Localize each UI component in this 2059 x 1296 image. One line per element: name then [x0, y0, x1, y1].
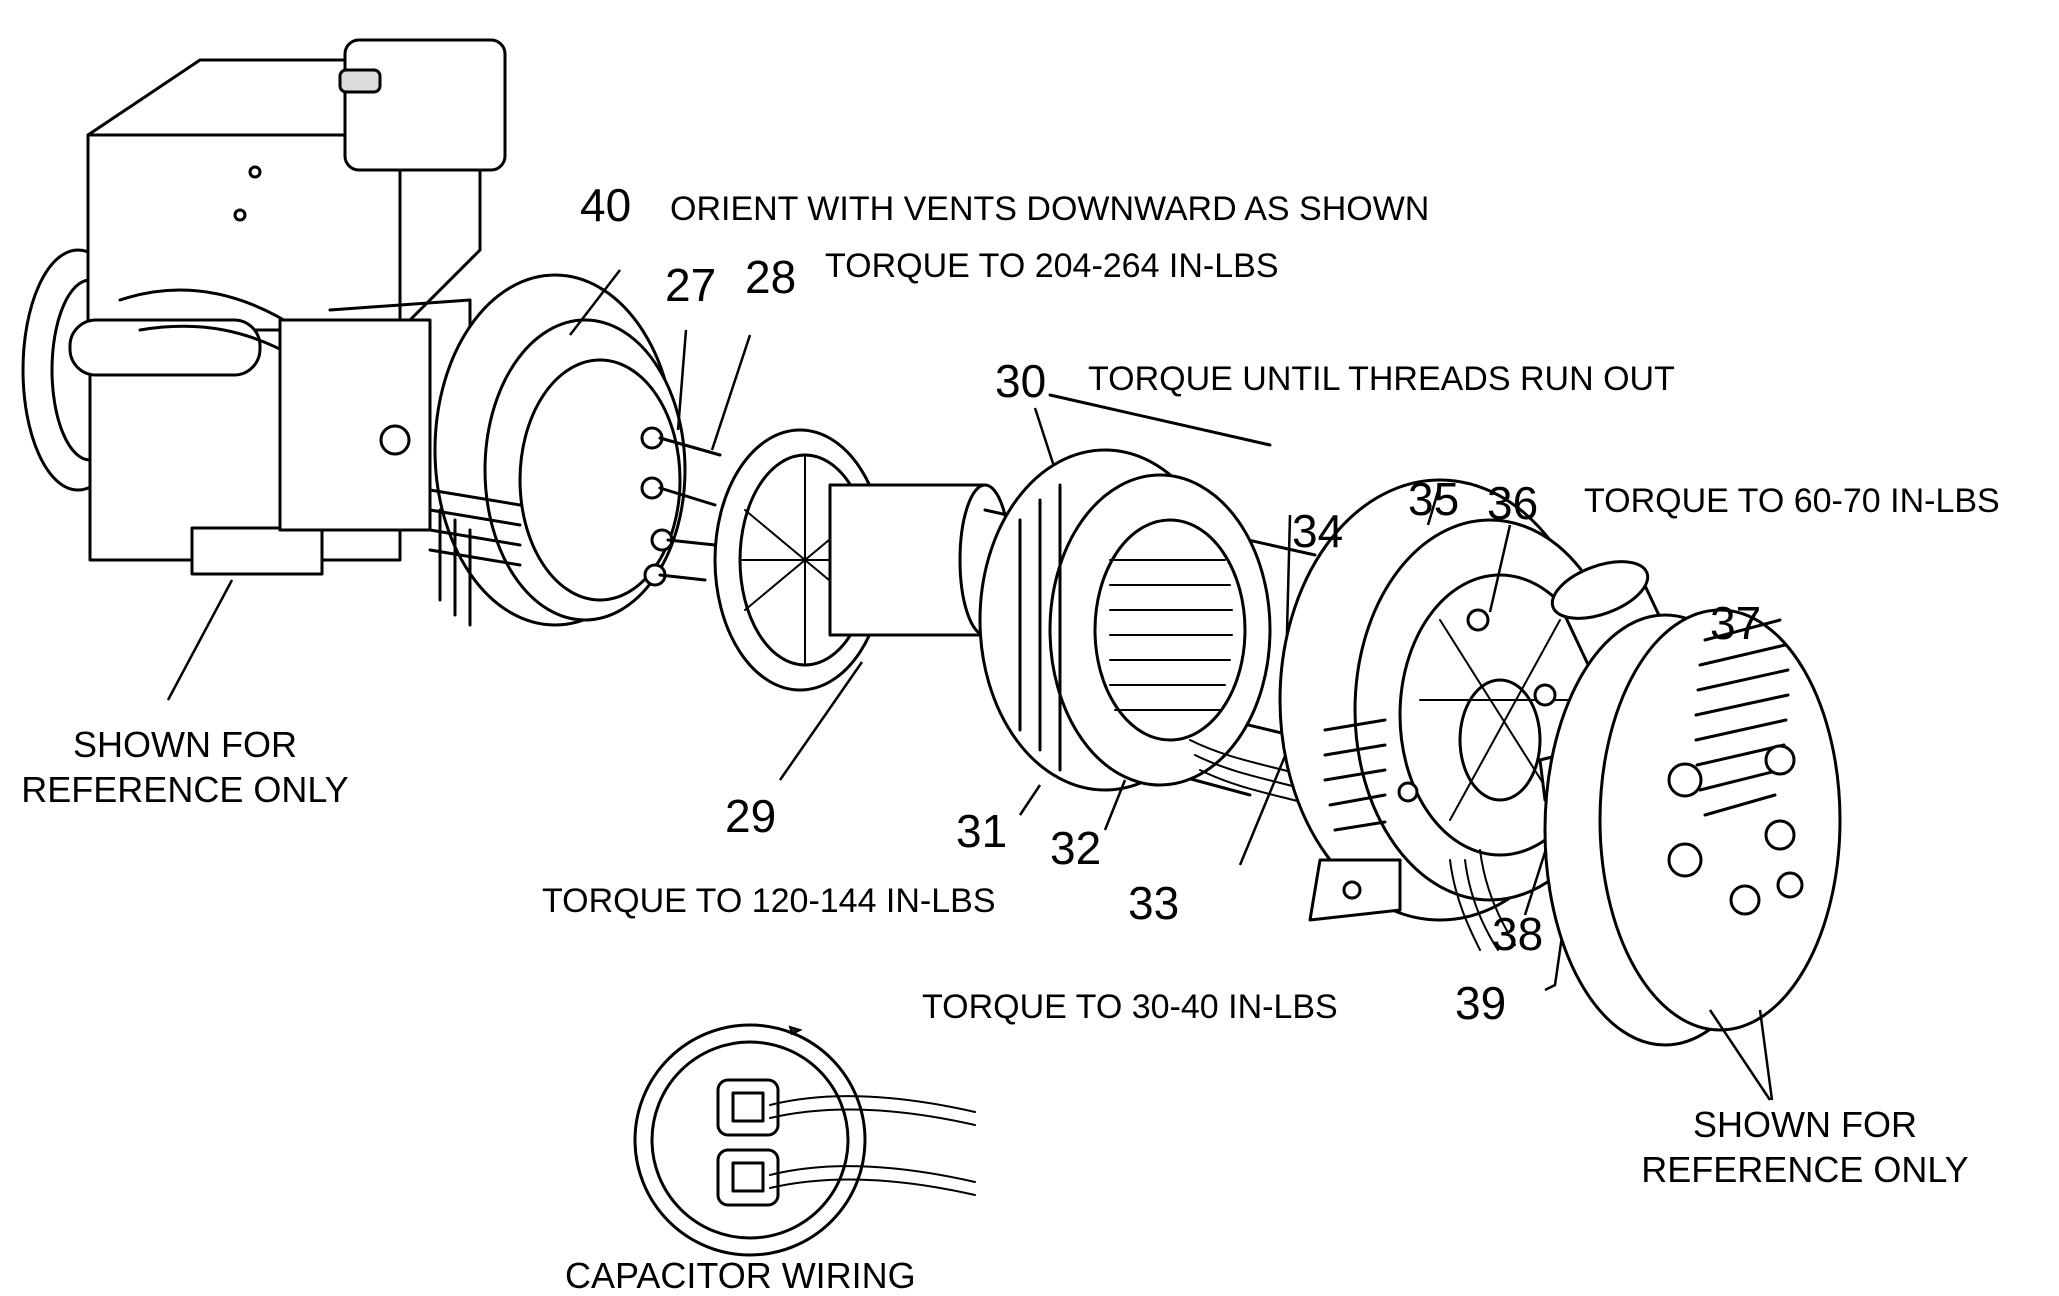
stator-part-31	[978, 448, 1331, 866]
end-bell-part-40	[428, 269, 752, 627]
capacitor-wiring-caption: CAPACITOR WIRING	[565, 1255, 916, 1296]
callout-27: 27	[665, 259, 717, 311]
engine-reference-drawing	[21, 38, 507, 701]
note-orient-vents: ORIENT WITH VENTS DOWNWARD AS SHOWN	[670, 190, 1430, 228]
note-torque-120-144: TORQUE TO 120-144 IN-LBS	[542, 882, 996, 920]
callout-39: 39	[1455, 977, 1507, 1029]
callout-38: 38	[1492, 908, 1544, 960]
callout-31: 31	[956, 805, 1008, 857]
callout-33: 33	[1128, 877, 1180, 929]
callout-34: 34	[1292, 505, 1344, 557]
callout-40: 40	[580, 179, 632, 231]
callout-29: 29	[725, 790, 777, 842]
note-torque-204-264: TORQUE TO 204-264 IN-LBS	[825, 247, 1279, 285]
callout-30: 30	[995, 355, 1047, 407]
note-torque-60-70: TORQUE TO 60-70 IN-LBS	[1584, 482, 2000, 520]
callout-32: 32	[1050, 822, 1102, 874]
reference-label-right: SHOWN FOR REFERENCE ONLY	[1641, 1104, 1969, 1190]
note-torque-threads: TORQUE UNTIL THREADS RUN OUT	[1088, 360, 1675, 398]
callout-36: 36	[1487, 477, 1539, 529]
callout-35: 35	[1408, 473, 1460, 525]
reference-label-left: SHOWN FOR REFERENCE ONLY	[21, 724, 349, 810]
note-torque-30-40: TORQUE TO 30-40 IN-LBS	[922, 988, 1338, 1026]
callout-28: 28	[745, 251, 797, 303]
callout-37: 37	[1710, 597, 1762, 649]
end-cover-reference-drawing	[1543, 608, 1842, 1101]
capacitor-wiring-inset	[633, 1023, 976, 1257]
